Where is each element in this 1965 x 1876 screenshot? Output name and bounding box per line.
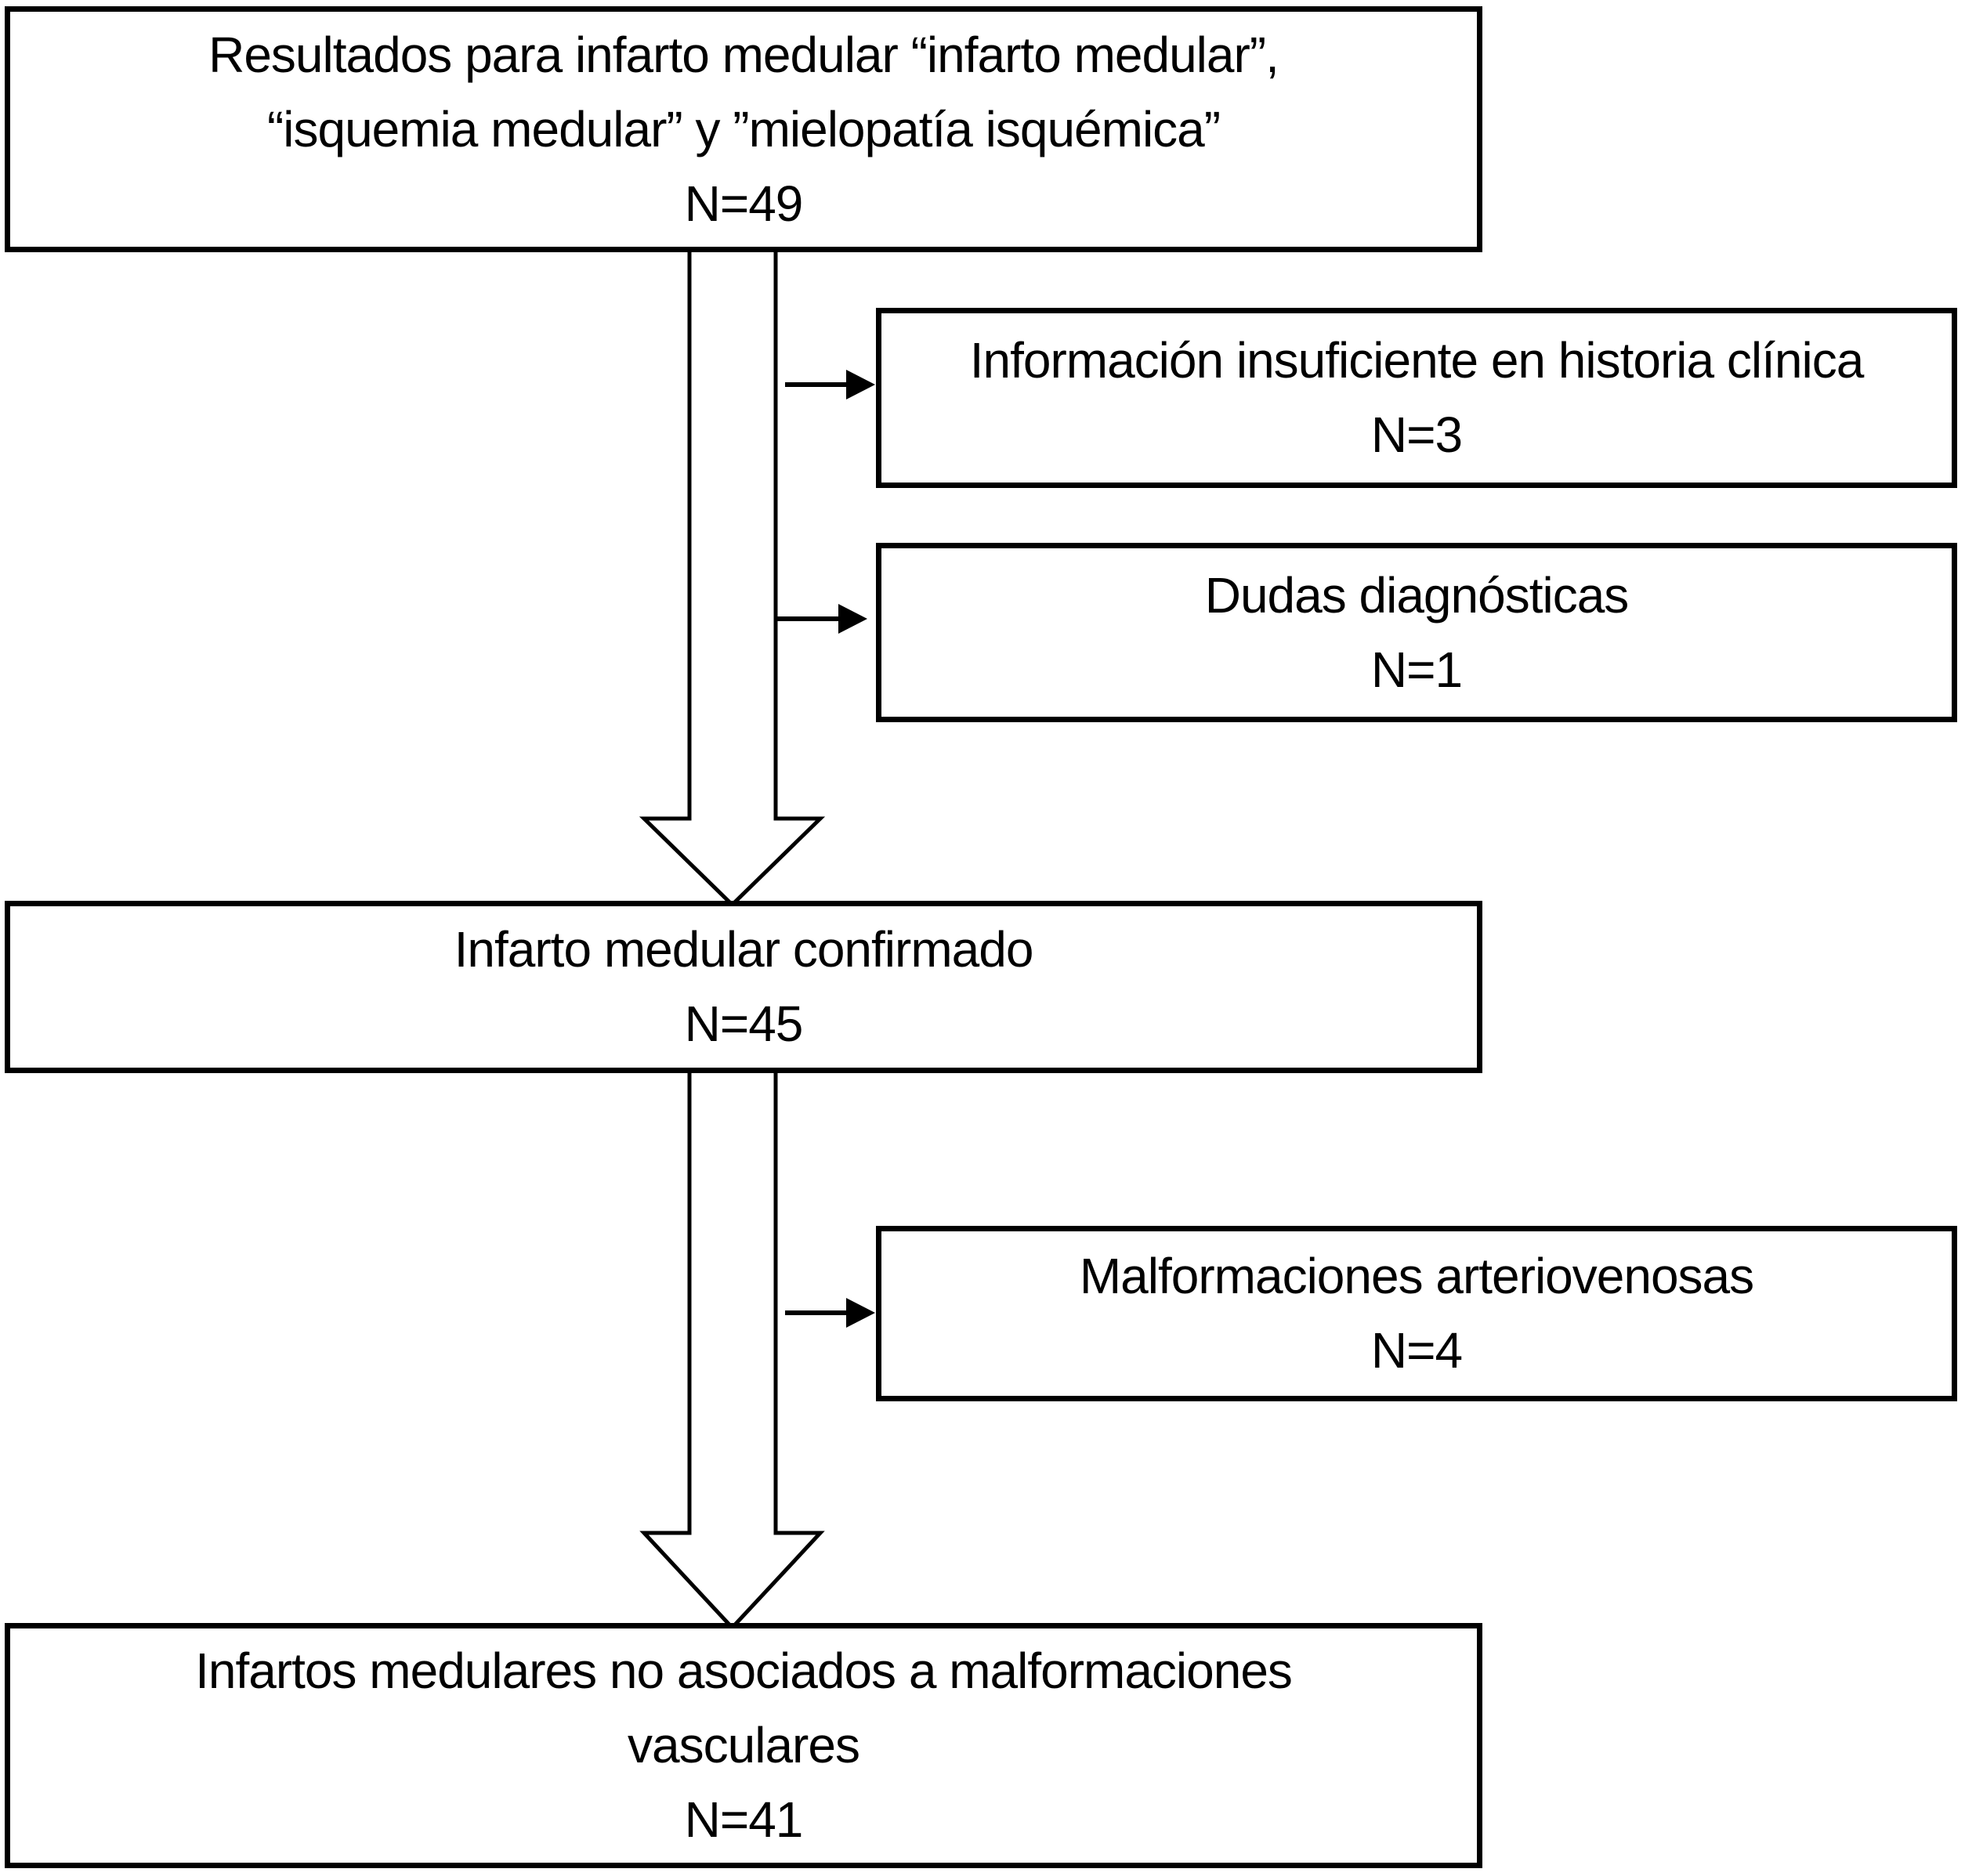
box-diagnostic-doubts: Dudas diagnósticas N=1: [876, 543, 1957, 722]
box-insufficient-info: Información insuficiente en historia clí…: [876, 308, 1957, 488]
box-text-line: Malformaciones arteriovenosas: [1079, 1248, 1754, 1304]
box-text-line: Resultados para infarto medular “infarto…: [208, 26, 1279, 83]
box-n-label: N=1: [1370, 641, 1463, 698]
down-arrow-1-icon: [639, 248, 826, 908]
box-n-label: N=49: [684, 175, 804, 232]
box-n-label: N=41: [684, 1791, 804, 1848]
box-text-line: “isquemia medular” y ”mielopatía isquémi…: [266, 100, 1221, 157]
side-arrow-1-icon: [785, 370, 875, 399]
box-n-label: N=3: [1370, 407, 1463, 463]
box-confirmed-infarction: Infarto medular confirmado N=45: [5, 901, 1482, 1073]
down-arrow-2-icon: [639, 1069, 825, 1631]
box-text-line: Información insuficiente en historia clí…: [969, 332, 1865, 389]
box-text-line: Infarto medular confirmado: [454, 921, 1034, 978]
side-arrow-3-icon: [785, 1298, 875, 1328]
box-final-cohort: Infartos medulares no asociados a malfor…: [5, 1623, 1482, 1868]
box-text-line: Dudas diagnósticas: [1204, 566, 1630, 624]
box-arteriovenous-malformations: Malformaciones arteriovenosas N=4: [876, 1226, 1957, 1401]
side-arrow-2-icon: [776, 604, 867, 634]
box-n-label: N=45: [684, 996, 804, 1052]
box-text-line: Infartos medulares no asociados a malfor…: [195, 1643, 1293, 1699]
box-search-results: Resultados para infarto medular “infarto…: [5, 6, 1482, 252]
box-n-label: N=4: [1370, 1322, 1463, 1379]
box-text-line: vasculares: [628, 1717, 860, 1773]
